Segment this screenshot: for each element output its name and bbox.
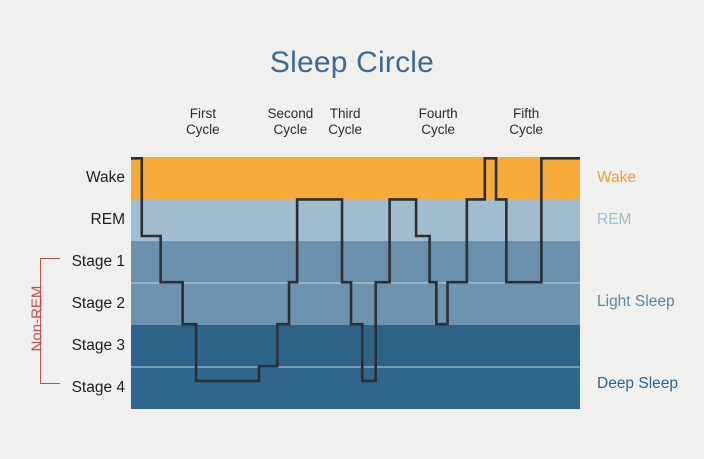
cycle-label-third: Third Cycle — [300, 106, 390, 138]
legend-light-sleep: Light Sleep — [597, 292, 675, 310]
y-label-wake: Wake — [85, 169, 125, 186]
hypnogram-line-svg — [131, 156, 580, 383]
y-label-stage-3: Stage 3 — [71, 337, 125, 354]
legend-rem: REM — [597, 211, 632, 228]
non-rem-bracket-group: Non-REM — [14, 258, 60, 384]
band-wake — [131, 157, 580, 199]
cycle-label-line2: Cycle — [185, 122, 220, 137]
cycle-label-line1: First — [189, 106, 216, 121]
cycle-label-line2: Cycle — [509, 122, 543, 137]
y-label-stage-1: Stage 1 — [71, 253, 125, 270]
cycle-label-line1: Fifth — [512, 106, 540, 121]
legend-deep-sleep: Deep Sleep — [597, 374, 679, 392]
cycle-label-line1: Third — [329, 106, 361, 121]
y-label-stage-4: Stage 4 — [71, 379, 125, 396]
y-axis-labels: Wake REM Stage 1 Stage 2 Stage 3 Stage 4 — [0, 0, 125, 459]
cycle-label-line2: Cycle — [273, 122, 308, 137]
cycle-label-fourth: Fourth Cycle — [393, 106, 483, 138]
cycle-label-line2: Cycle — [421, 122, 455, 137]
hypnogram-line — [131, 156, 580, 383]
hypnogram-plot — [131, 156, 580, 409]
y-label-stage-2: Stage 2 — [71, 295, 125, 312]
page-title: Sleep Circle — [269, 46, 435, 79]
band-stage-2 — [131, 283, 580, 325]
cycle-label-line1: Second — [267, 106, 314, 121]
band-stage-3 — [131, 325, 580, 367]
non-rem-bracket-icon — [40, 258, 60, 384]
band-stage-4-fix — [131, 367, 580, 409]
non-rem-label: Non-REM — [28, 285, 46, 352]
legend-wake: Wake — [597, 169, 637, 186]
cycle-label-fifth: Fifth Cycle — [481, 106, 571, 138]
cycle-label-line1: Fourth — [418, 106, 458, 121]
cycle-label-line2: Cycle — [328, 122, 363, 137]
y-label-rem: REM — [90, 211, 125, 228]
cycle-label-first: First Cycle — [158, 106, 248, 138]
cycle-label-second: Second Cycle — [245, 106, 335, 138]
